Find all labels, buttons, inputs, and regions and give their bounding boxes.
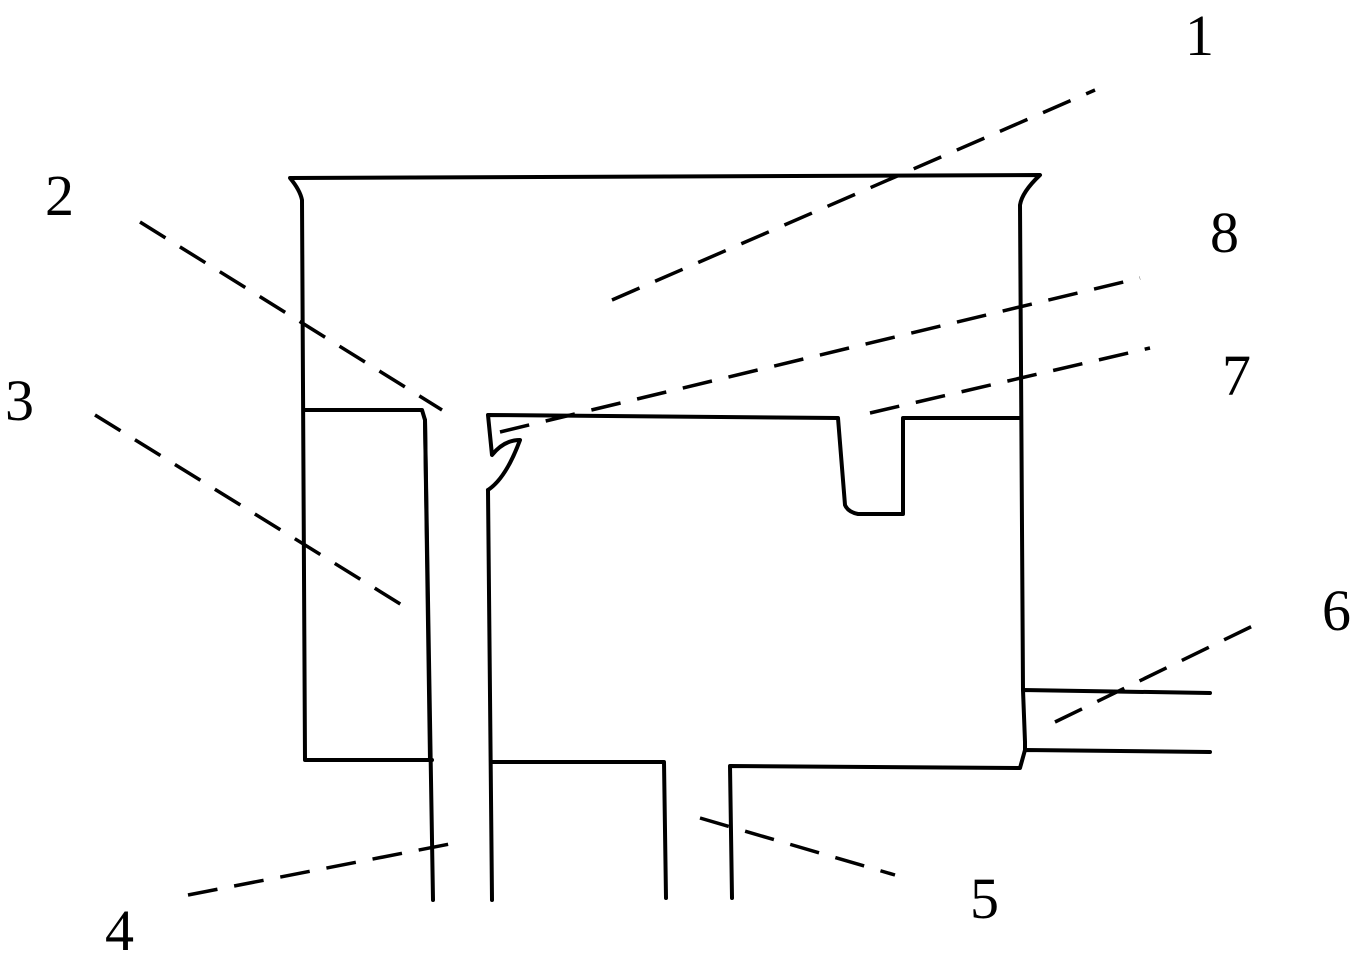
central-tube-left-wall (423, 418, 435, 902)
leader-line-2 (139, 220, 443, 412)
part-label-7: 7 (1222, 343, 1251, 408)
part-label-6: 6 (1322, 578, 1351, 643)
leader-line-4 (187, 841, 456, 897)
part-label-8: 8 (1210, 200, 1239, 265)
central-tube-right-wall (486, 488, 494, 902)
leader-line-5 (699, 816, 896, 877)
leader-line-6 (1054, 618, 1266, 724)
leader-line-1 (611, 88, 1096, 302)
part-label-5: 5 (970, 866, 999, 931)
inner-plate-outline (486, 413, 1022, 516)
leader-line-7 (869, 346, 1151, 415)
part-label-3: 3 (5, 368, 34, 433)
left-pocket-outline (303, 408, 432, 762)
lower-floor-left (490, 760, 668, 900)
lower-floor-right (728, 748, 1212, 900)
main-body-right-wall (288, 173, 1042, 762)
part-label-1: 1 (1185, 3, 1214, 68)
part-label-2: 2 (45, 163, 74, 228)
leader-line-8 (499, 276, 1141, 434)
leader-line-3 (94, 413, 411, 612)
part-label-4: 4 (105, 898, 134, 963)
upper-cup-outline (1021, 688, 1212, 752)
